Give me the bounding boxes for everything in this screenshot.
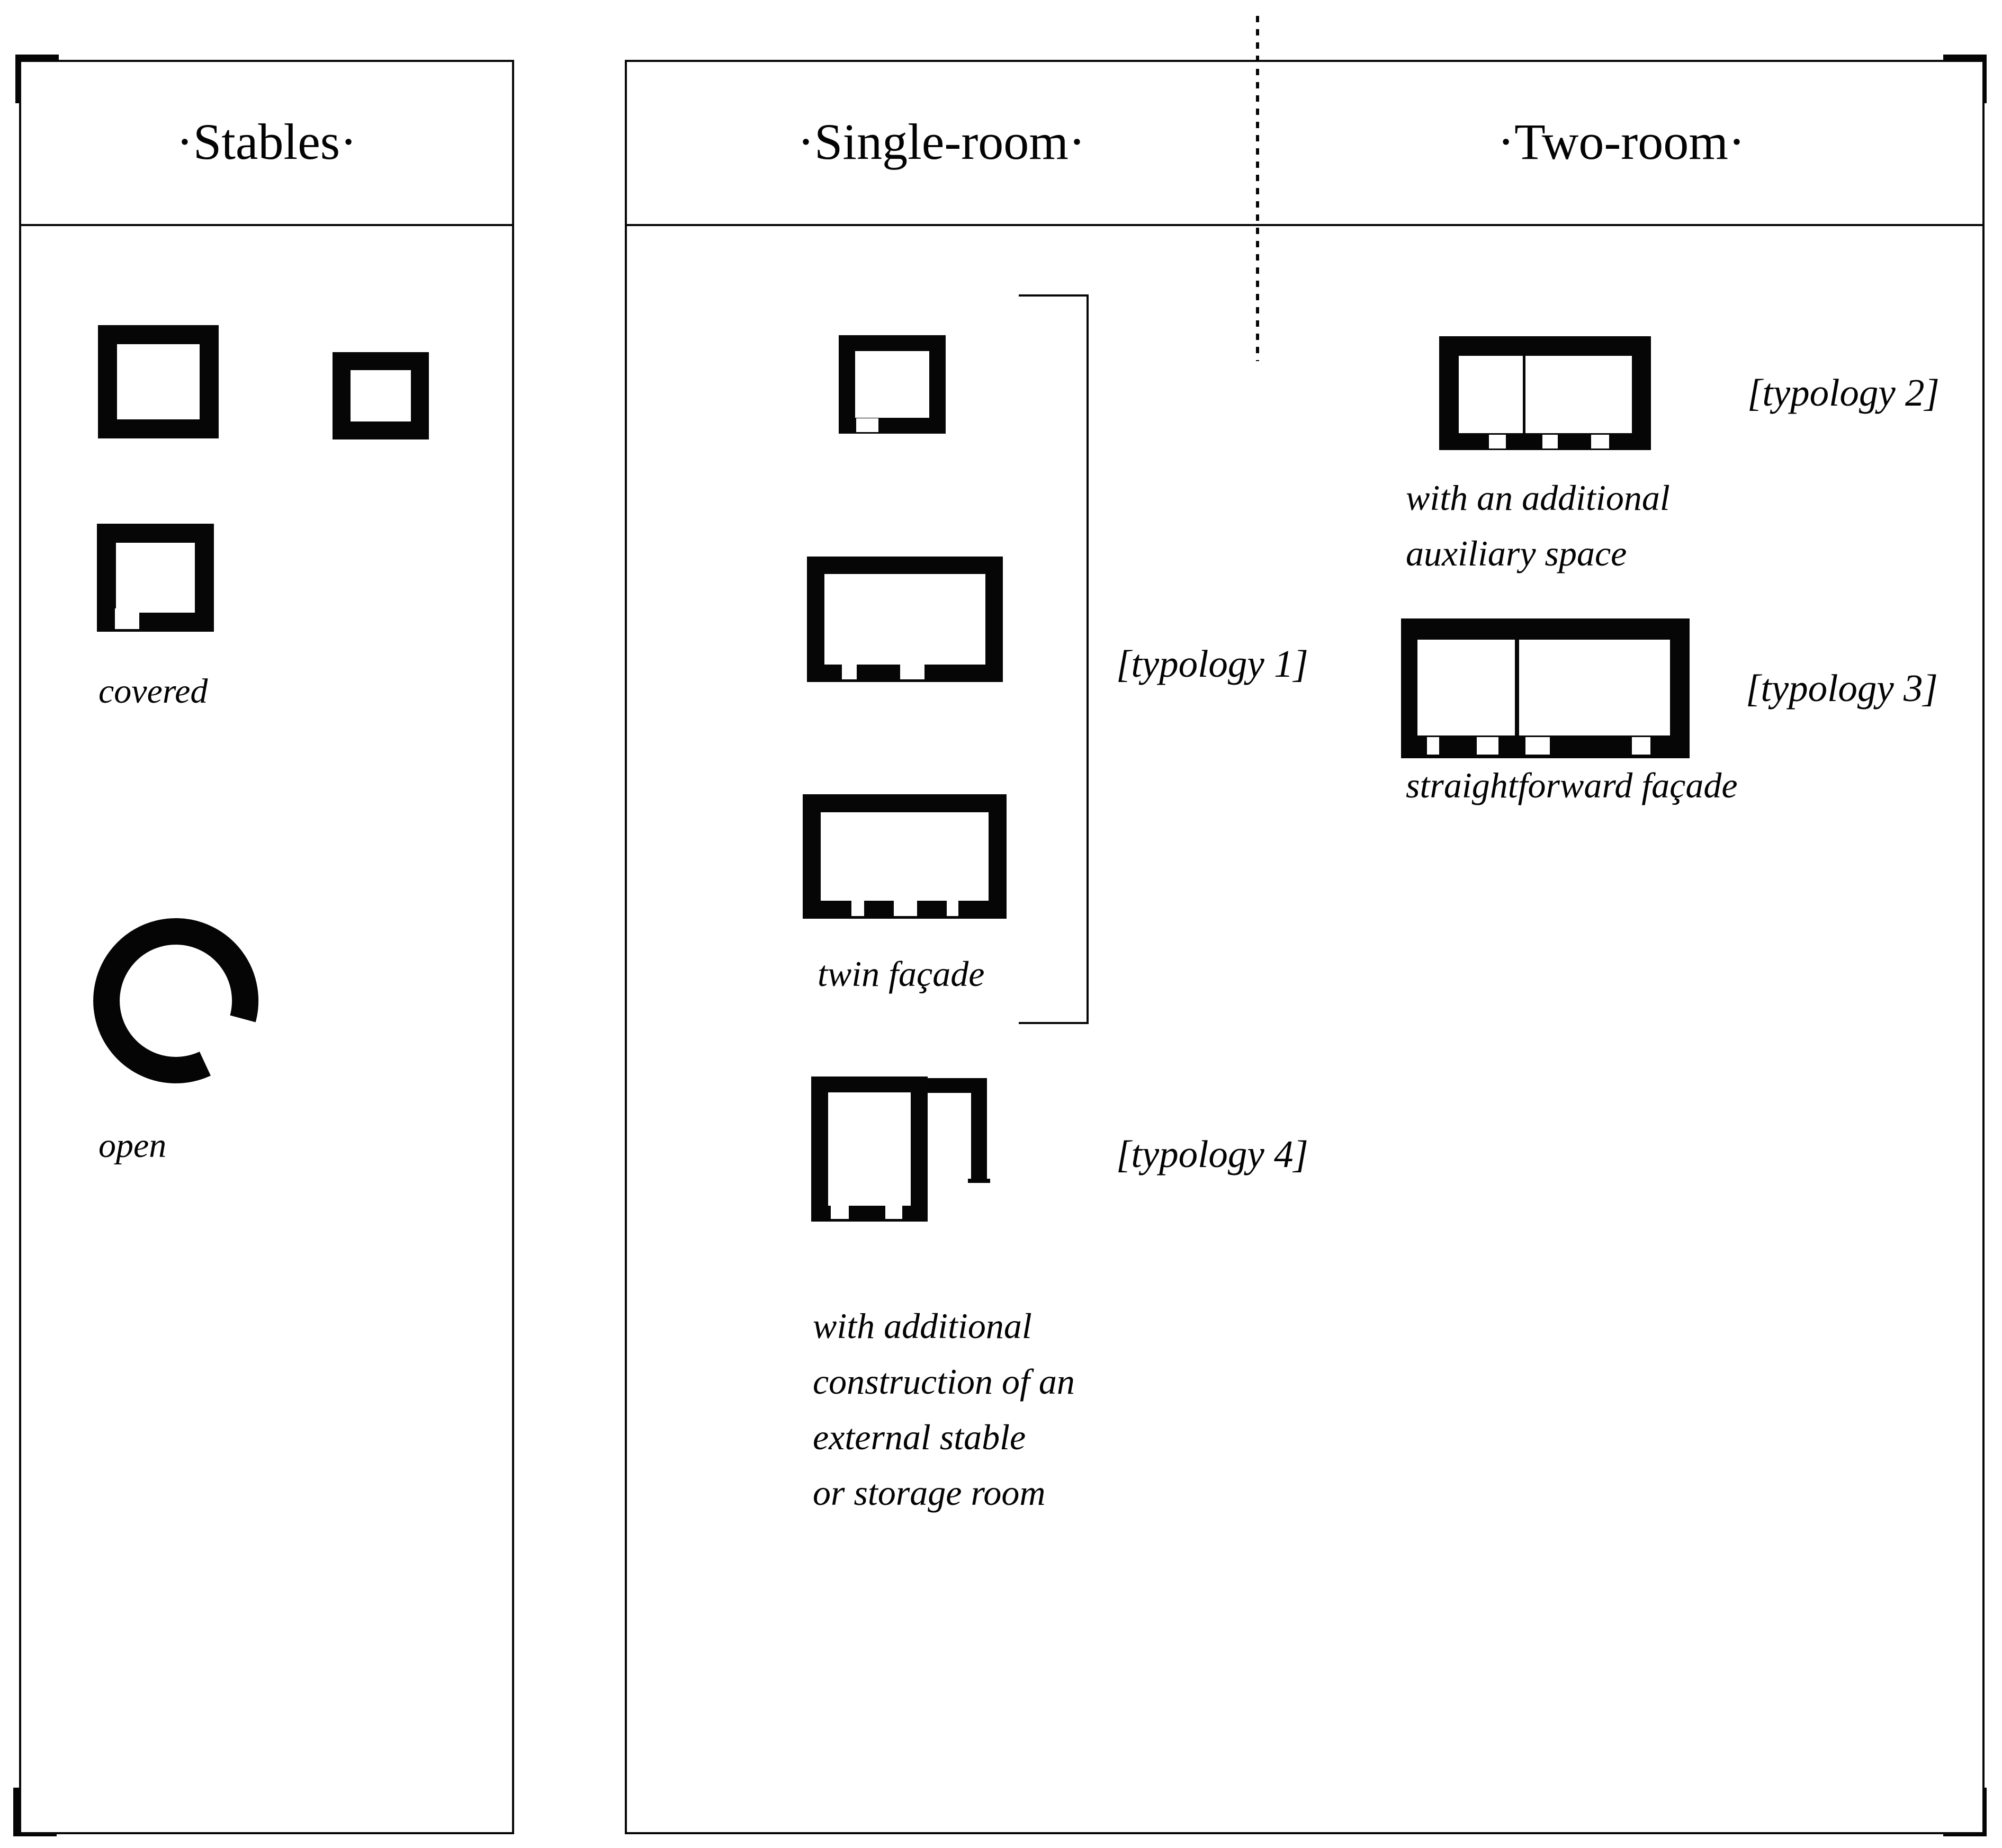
typology1-tag: [typology 1] xyxy=(1116,642,1308,685)
twin-facade-label: twin façade xyxy=(818,954,985,994)
covered-label: covered xyxy=(98,672,208,711)
covered-stable-plan-icon xyxy=(333,352,429,439)
two-room-title: ·Two-room· xyxy=(1497,113,1745,170)
typology4-tag: [typology 4] xyxy=(1116,1133,1308,1176)
typology4-caption-line: external stable xyxy=(813,1417,1026,1457)
open-stable-ring-plan-icon xyxy=(93,918,259,1083)
typology4-caption-line: or storage room xyxy=(813,1473,1046,1513)
open-label: open xyxy=(98,1126,167,1165)
stables-header-divider xyxy=(19,224,514,226)
typology4-caption: with additional construction of an exter… xyxy=(813,1298,1075,1521)
single-room-plan-medium-icon xyxy=(807,557,1003,682)
typology2-caption-line: auxiliary space xyxy=(1406,533,1627,573)
typology3-tag: [typology 3] xyxy=(1746,667,1938,710)
typology4-caption-line: with additional xyxy=(813,1306,1032,1346)
two-room-plan-straightforward-icon xyxy=(1401,618,1690,758)
stables-title: ·Stables· xyxy=(176,113,357,170)
single-room-plan-large-icon xyxy=(803,794,1007,919)
single-room-plan-small-icon xyxy=(839,335,946,434)
rooms-panel xyxy=(625,60,1985,1834)
two-room-plan-auxiliary-icon xyxy=(1439,336,1651,450)
typology2-caption-line: with an additional xyxy=(1406,478,1670,518)
column-divider-dotted-line-icon xyxy=(1256,16,1259,361)
typology4-caption-line: construction of an xyxy=(813,1361,1075,1402)
rooms-header-divider xyxy=(625,224,1985,226)
single-room-title: ·Single-room· xyxy=(797,113,1085,170)
straightforward-facade-label: straightforward façade xyxy=(1406,765,1738,805)
typology2-tag: [typology 2] xyxy=(1747,371,1940,414)
covered-stable-plan-icon xyxy=(98,325,219,438)
typology2-caption: with an additional auxiliary space xyxy=(1406,470,1670,581)
covered-stable-plan-with-door-icon xyxy=(97,524,214,632)
